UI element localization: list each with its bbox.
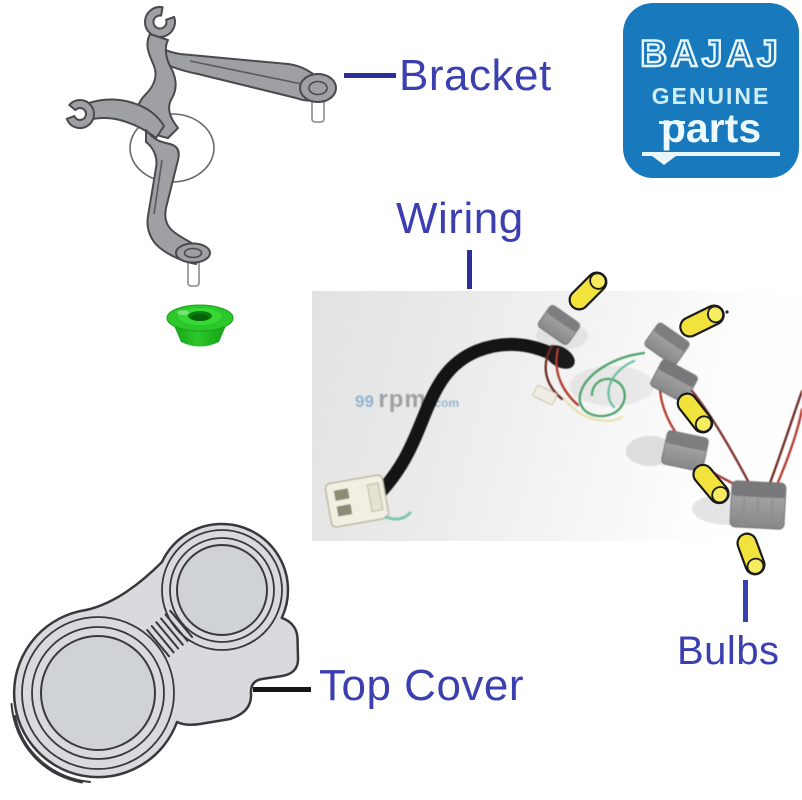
bracket-arm-left [85,98,165,139]
bajaj-logo: BAJAJ GENUINE parts [623,3,799,178]
bulb-icon [679,304,725,338]
logo-arrow-icon [652,156,676,165]
watermark: 99 rpm .com [355,386,459,413]
bracket-pointer-line [344,73,396,78]
top-cover-illustration [10,522,300,784]
bulb-icon [736,532,766,576]
top-cover-pointer-line [253,687,311,692]
bracket-label: Bracket [399,51,552,100]
logo-genuine-text: GENUINE [651,83,771,109]
bulb-capsules [568,271,766,576]
spade-terminal [532,385,558,405]
wiring-photo-art: 99 rpm .com [324,305,802,530]
cover-opening-small [176,544,268,636]
bulb-annotations [568,271,766,576]
logo-pa-underline [659,121,685,124]
bracket-boss-bottom [175,242,211,264]
wiring-pointer-line [467,250,472,289]
logo-parts-text: parts [660,105,762,151]
bulb-icon [692,463,730,505]
main-cable [367,337,557,506]
watermark-rpm: rpm [378,386,426,413]
logo-underline [642,152,780,165]
watermark-99: 99 [355,392,374,411]
bulb-icon [676,392,714,434]
bracket-illustration [65,5,337,287]
bulbs-label: Bulbs [677,629,780,673]
grommet-illustration [166,304,234,347]
bracket-hook-left [65,99,95,130]
wiring-photo: 99 rpm .com [312,291,802,541]
bracket-boss-right [299,73,337,103]
cover-opening-big [40,635,156,751]
bulb-holders [537,305,787,530]
logo-brand-text: BAJAJ [639,32,782,75]
bulbs-pointer-line [743,580,748,622]
top-cover-label: Top Cover [319,661,525,710]
bulb-icon [568,271,608,311]
bracket-hook-top [144,5,176,38]
white-connector [324,474,390,528]
wiring-label: Wiring [396,194,524,243]
